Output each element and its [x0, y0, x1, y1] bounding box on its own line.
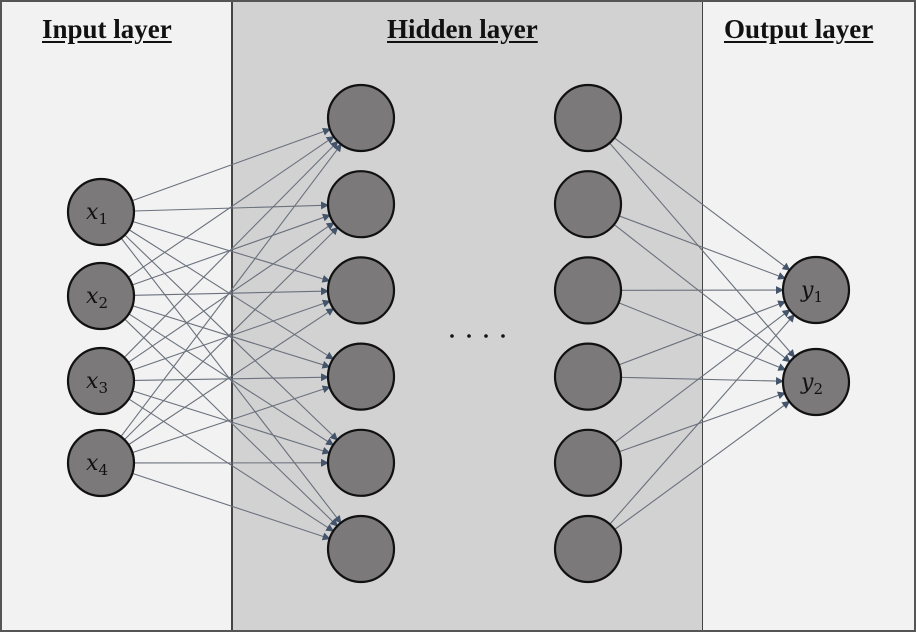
edge-input-1-hidden-3: [132, 221, 331, 283]
edge-input-2-hidden-1: [127, 136, 335, 278]
edge-input-4-hidden-3: [128, 308, 335, 446]
ellipsis-dot-2: [467, 334, 471, 338]
ellipsis-dot-4: [501, 334, 505, 338]
input-node-4-label: x4: [86, 451, 108, 479]
hidden-col2-node-6: [553, 514, 623, 584]
edge-input-2-hidden-5: [128, 313, 335, 446]
hidden-col1-node-4: [326, 342, 396, 411]
edge-input-3-hidden-3: [131, 299, 331, 371]
edge-input-1-hidden-6: [120, 237, 342, 524]
edge-input-4-hidden-6: [132, 472, 331, 541]
edge-hidden-6-output-2: [614, 400, 791, 530]
edge-input-2-hidden-6: [124, 318, 339, 527]
input-node-1: [66, 177, 136, 247]
hidden-col1-node-3: [326, 256, 396, 325]
input-node-4: [66, 428, 136, 498]
edge-hidden-1-output-2: [609, 142, 796, 358]
hidden-col1-node-5: [326, 428, 396, 497]
edge-input-3-hidden-5: [132, 390, 331, 455]
edge-hidden-5-output-2: [618, 391, 786, 453]
output-node-1-label: y1: [800, 278, 823, 306]
ellipsis-dot-1: [450, 334, 454, 338]
hidden-col2-node-5: [553, 428, 623, 497]
edge-input-1-hidden-5: [124, 234, 338, 441]
output-node-2-label: y2: [800, 370, 823, 398]
ellipsis-dot-3: [484, 334, 488, 338]
output-node-1: [781, 255, 851, 325]
edge-hidden-4-output-1: [618, 300, 787, 366]
edge-input-4-hidden-2: [124, 226, 339, 441]
edge-input-3-hidden-6: [128, 398, 335, 532]
hidden-col1-node-6: [326, 514, 396, 584]
edge-input-4-hidden-1: [120, 143, 342, 437]
edge-hidden-1-output-1: [614, 137, 791, 271]
edge-input-4-hidden-4: [132, 385, 331, 454]
edge-input-1-hidden-2: [133, 201, 330, 212]
input-node-3-label: x3: [86, 369, 108, 397]
input-node-3: [66, 346, 136, 416]
edge-input-1-hidden-1: [131, 127, 331, 202]
input-node-2-label: x2: [86, 284, 108, 312]
output-node-2: [781, 347, 851, 417]
hidden-col1-node-1: [326, 83, 396, 153]
hidden-col2-node-2: [553, 170, 623, 239]
edge-hidden-3-output-2: [618, 302, 787, 371]
hidden-col2-node-1: [553, 83, 623, 153]
input-layer-title: Input layer: [42, 14, 172, 44]
hidden-layer-panel: [231, 0, 704, 632]
input-node-2: [66, 261, 136, 331]
edge-input-3-hidden-4: [133, 373, 330, 382]
edge-hidden-5-output-1: [613, 309, 791, 444]
input-node-1-label: x1: [86, 200, 108, 228]
hidden-col2-node-4: [553, 342, 623, 411]
hidden-col1-node-2: [326, 170, 396, 239]
hidden-layer-title: Hidden layer: [387, 14, 538, 44]
edge-input-3-hidden-1: [123, 140, 339, 358]
edge-input-2-hidden-4: [132, 305, 331, 369]
edge-hidden-2-output-2: [613, 224, 791, 363]
edge-hidden-4-output-2: [620, 376, 785, 386]
edge-input-3-hidden-2: [127, 222, 335, 363]
edge-hidden-2-output-1: [618, 215, 787, 280]
hidden-col2-node-3: [553, 256, 623, 325]
output-layer-title: Output layer: [724, 14, 874, 44]
edge-hidden-6-output-1: [609, 314, 795, 525]
edge-input-1-hidden-4: [128, 229, 334, 360]
